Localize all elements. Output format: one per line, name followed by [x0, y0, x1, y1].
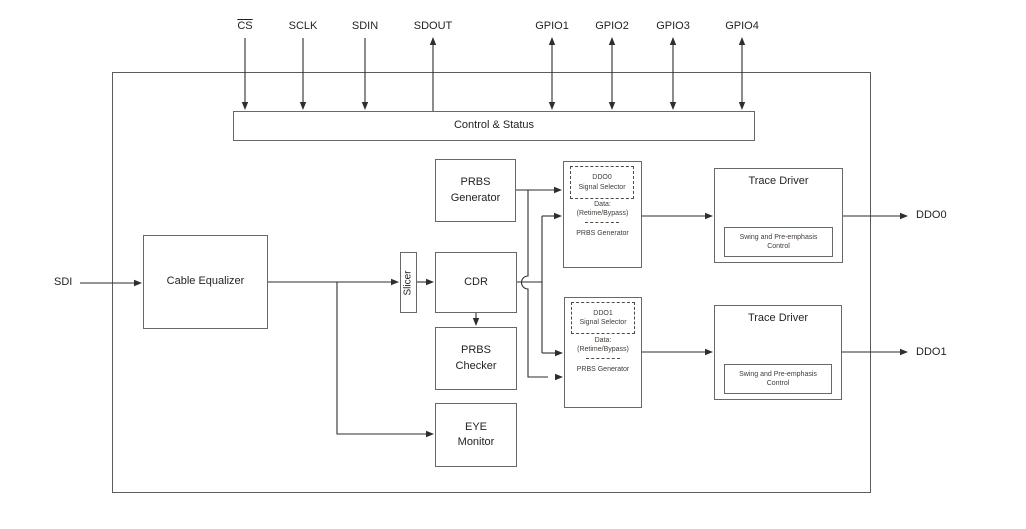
- sdi-label: SDI: [54, 276, 73, 288]
- trace-driver1-swing-control-box: Swing and Pre-emphasis Control: [724, 364, 832, 394]
- ddo0-selector-title-box: DDO0 Signal Selector: [570, 166, 634, 199]
- trace-driver1-block: Trace Driver Swing and Pre-emphasis Cont…: [714, 305, 842, 400]
- eye-monitor-label: EYE Monitor: [457, 420, 495, 448]
- cdr-block: CDR: [435, 252, 517, 313]
- ddo0-selector-separator: [585, 222, 619, 223]
- trace-driver1-title: Trace Driver: [747, 312, 809, 324]
- pin-label-sclk: SCLK: [288, 20, 318, 32]
- eye-monitor-block: EYE Monitor: [435, 403, 517, 467]
- trace-driver0-title: Trace Driver: [748, 175, 809, 187]
- pin-label-cs: CS: [237, 20, 253, 32]
- control-status-block: Control & Status: [233, 111, 755, 141]
- pin-label-gpio1: GPIO1: [535, 20, 569, 32]
- prbs-generator-block: PRBS Generator: [435, 159, 516, 222]
- ddo1-source-data-detail: (Retime/Bypass): [577, 346, 629, 353]
- ddo1-source-data-label: Data:: [594, 337, 612, 344]
- ddo0-selector-title-line2: Signal Selector: [578, 183, 626, 191]
- ddo0-selector-title-line1: DDO0: [592, 174, 612, 182]
- ddo1-label: DDO1: [916, 346, 947, 358]
- ddo1-signal-selector-block: DDO1 Signal Selector Data: (Retime/Bypas…: [564, 297, 642, 408]
- ddo0-source-data-detail: (Retime/Bypass): [576, 210, 629, 217]
- ddo0-source-data-label: Data:: [594, 201, 611, 208]
- pin-label-sdout: SDOUT: [413, 20, 453, 32]
- ddo1-selector-title-box: DDO1 Signal Selector: [571, 302, 635, 334]
- pin-label-gpio2: GPIO2: [595, 20, 629, 32]
- ddo1-selector-title-line1: DDO1: [593, 309, 613, 317]
- ddo1-source-prbs-label: PRBS Generator: [576, 366, 630, 373]
- ddo0-label: DDO0: [916, 209, 947, 221]
- prbs-checker-label: PRBS Checker: [455, 344, 497, 372]
- ddo0-signal-selector-block: DDO0 Signal Selector Data: (Retime/Bypas…: [563, 161, 642, 268]
- ddo1-selector-title-line2: Signal Selector: [579, 319, 627, 326]
- prbs-checker-block: PRBS Checker: [435, 327, 517, 390]
- cable-equalizer-label: Cable Equalizer: [166, 275, 245, 288]
- pin-label-sdin: SDIN: [351, 20, 379, 32]
- trace-driver0-block: Trace Driver Swing and Pre-emphasis Cont…: [714, 168, 843, 263]
- trace-driver0-swing-control-box: Swing and Pre-emphasis Control: [724, 227, 833, 257]
- trace-driver1-swing-control-label: Swing and Pre-emphasis Control: [739, 370, 817, 387]
- cable-equalizer-block: Cable Equalizer: [143, 235, 268, 329]
- ddo0-source-prbs-label: PRBS Generator: [576, 230, 629, 237]
- slicer-block: Slicer: [400, 252, 417, 313]
- pin-label-gpio4: GPIO4: [725, 20, 759, 32]
- pin-label-gpio3: GPIO3: [656, 20, 690, 32]
- control-status-label: Control & Status: [453, 119, 535, 132]
- cdr-label: CDR: [464, 275, 488, 288]
- prbs-generator-label: PRBS Generator: [450, 176, 501, 204]
- slicer-label: Slicer: [402, 269, 414, 296]
- trace-driver0-swing-control-label: Swing and Pre-emphasis Control: [739, 233, 818, 250]
- ddo1-selector-separator: [586, 358, 620, 359]
